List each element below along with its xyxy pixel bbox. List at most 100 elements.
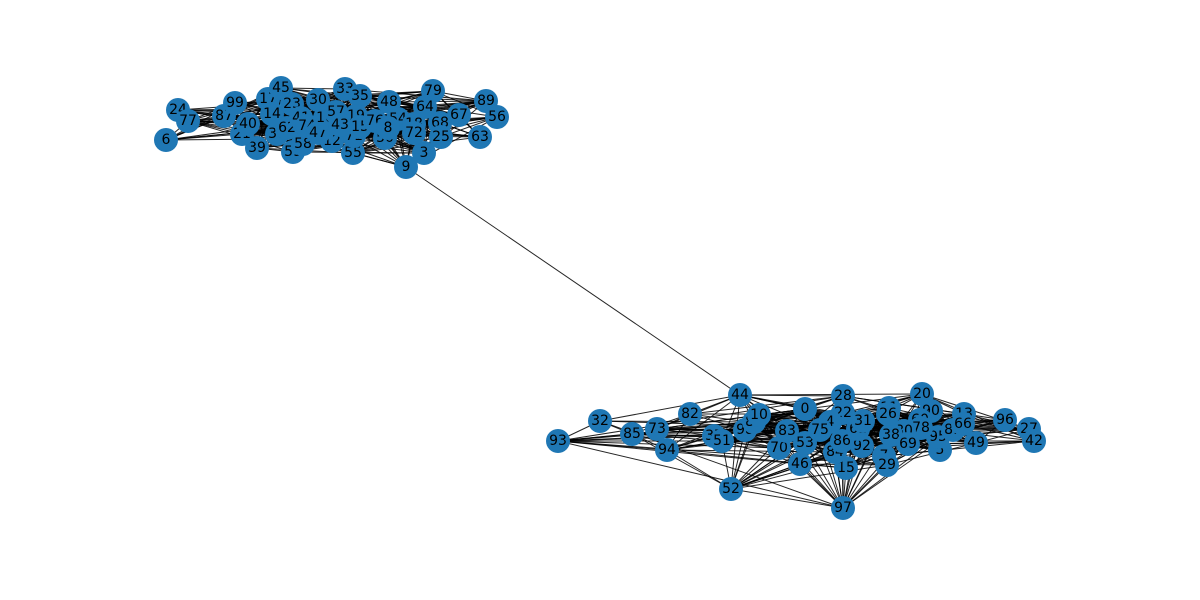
node-82: 82 bbox=[678, 402, 702, 426]
edge-44-52 bbox=[730, 394, 741, 490]
node-label-69: 69 bbox=[899, 436, 917, 452]
node-43: 43 bbox=[328, 113, 352, 137]
node-circle-26 bbox=[876, 402, 900, 426]
node-55: 55 bbox=[341, 141, 365, 165]
node-circle-29 bbox=[875, 453, 899, 477]
node-circle-25 bbox=[429, 125, 453, 149]
node-circle-44 bbox=[728, 383, 752, 407]
node-label-55: 55 bbox=[344, 145, 362, 161]
node-85: 85 bbox=[620, 422, 644, 446]
edge-94-52 bbox=[666, 449, 732, 490]
node-label-10: 10 bbox=[750, 407, 768, 423]
node-circle-85 bbox=[620, 422, 644, 446]
node-label-15b: 15 bbox=[837, 460, 855, 476]
node-66: 66 bbox=[951, 412, 975, 436]
node-26: 26 bbox=[876, 402, 900, 426]
node-circle-99 bbox=[223, 91, 247, 115]
node-label-56: 56 bbox=[488, 109, 506, 125]
node-label-86: 86 bbox=[833, 433, 851, 449]
node-circle-94 bbox=[655, 438, 679, 462]
node-label-42: 42 bbox=[1025, 433, 1043, 449]
node-circle-28 bbox=[831, 384, 855, 408]
node-label-85: 85 bbox=[623, 426, 641, 442]
edge-29-52 bbox=[730, 464, 888, 490]
node-label-31: 31 bbox=[854, 413, 872, 429]
node-29: 29 bbox=[875, 453, 899, 477]
node-circle-96 bbox=[993, 408, 1017, 432]
node-label-51: 51 bbox=[713, 433, 731, 449]
node-label-39: 39 bbox=[248, 140, 266, 156]
node-label-9: 9 bbox=[402, 159, 411, 175]
node-label-58: 58 bbox=[294, 136, 312, 152]
node-circle-51 bbox=[710, 429, 734, 453]
node-32: 32 bbox=[588, 409, 612, 433]
edge-93-94 bbox=[557, 440, 668, 451]
node-35: 35 bbox=[348, 84, 372, 108]
node-72: 72 bbox=[402, 121, 426, 145]
node-circle-10 bbox=[747, 403, 771, 427]
node-circle-32 bbox=[588, 409, 612, 433]
node-label-77: 77 bbox=[179, 113, 197, 129]
node-39: 39 bbox=[245, 136, 269, 160]
node-circle-52 bbox=[719, 477, 743, 501]
node-circle-97 bbox=[831, 496, 855, 520]
node-circle-56 bbox=[485, 105, 509, 129]
node-67: 67 bbox=[447, 103, 471, 127]
node-label-6: 6 bbox=[162, 132, 171, 148]
node-circle-0 bbox=[793, 397, 817, 421]
node-9: 9 bbox=[394, 155, 418, 179]
edge-32-88 bbox=[599, 420, 755, 423]
node-8: 8 bbox=[376, 116, 400, 140]
edge-44-20 bbox=[739, 393, 923, 396]
node-label-99: 99 bbox=[226, 95, 244, 111]
node-label-83: 83 bbox=[778, 423, 796, 439]
node-circle-66 bbox=[951, 412, 975, 436]
node-circle-46 bbox=[788, 452, 812, 476]
node-label-96: 96 bbox=[996, 412, 1014, 428]
node-circle-42 bbox=[1022, 429, 1046, 453]
node-label-44: 44 bbox=[731, 387, 749, 403]
node-label-53: 53 bbox=[796, 435, 814, 451]
node-14: 14 bbox=[260, 102, 284, 126]
node-77: 77 bbox=[176, 109, 200, 133]
node-label-38: 38 bbox=[882, 427, 900, 443]
edge-97-53 bbox=[804, 442, 844, 509]
node-circle-93 bbox=[546, 429, 570, 453]
node-label-66: 66 bbox=[954, 416, 972, 432]
node-label-93: 93 bbox=[549, 433, 567, 449]
node-circle-6 bbox=[154, 128, 178, 152]
node-label-30: 30 bbox=[309, 92, 327, 108]
node-circle-40 bbox=[236, 112, 260, 136]
node-label-14: 14 bbox=[263, 106, 281, 122]
node-circle-30 bbox=[306, 88, 330, 112]
node-label-75: 75 bbox=[811, 422, 829, 438]
node-circle-55 bbox=[341, 141, 365, 165]
node-93: 93 bbox=[546, 429, 570, 453]
node-label-26: 26 bbox=[879, 406, 897, 422]
node-label-0: 0 bbox=[801, 401, 810, 417]
edge-9-44 bbox=[405, 166, 741, 396]
node-52: 52 bbox=[719, 477, 743, 501]
node-label-28: 28 bbox=[834, 388, 852, 404]
node-label-35: 35 bbox=[351, 88, 369, 104]
node-label-70: 70 bbox=[770, 440, 788, 456]
node-label-29: 29 bbox=[878, 457, 896, 473]
node-30: 30 bbox=[306, 88, 330, 112]
node-28: 28 bbox=[831, 384, 855, 408]
node-10: 10 bbox=[747, 403, 771, 427]
edge-93-97 bbox=[557, 440, 844, 509]
edge-82-28 bbox=[689, 395, 844, 415]
node-circle-9 bbox=[394, 155, 418, 179]
node-6: 6 bbox=[154, 128, 178, 152]
node-label-64: 64 bbox=[416, 99, 434, 115]
node-circle-35 bbox=[348, 84, 372, 108]
node-51: 51 bbox=[710, 429, 734, 453]
edge-93-46 bbox=[557, 440, 801, 465]
node-circle-82 bbox=[678, 402, 702, 426]
node-circle-8 bbox=[376, 116, 400, 140]
node-label-78: 78 bbox=[912, 420, 930, 436]
node-circle-83 bbox=[775, 419, 799, 443]
node-42: 42 bbox=[1022, 429, 1046, 453]
node-label-8: 8 bbox=[384, 120, 393, 136]
